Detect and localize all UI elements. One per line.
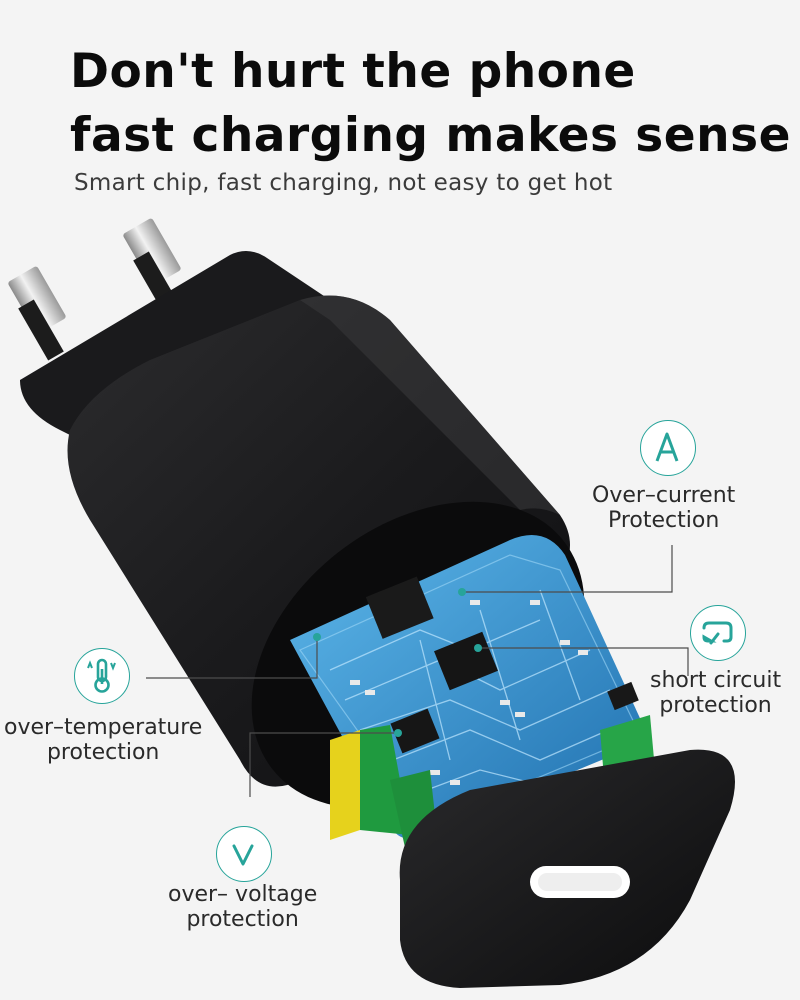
over-current-line-2: Protection <box>607 508 720 533</box>
short-circuit-line-1: short circuit <box>650 668 782 693</box>
subtitle: Smart chip, fast charging, not easy to g… <box>74 170 613 196</box>
over-current-line-1: Over–current <box>592 483 736 508</box>
usb-c-end-cap <box>399 749 735 988</box>
ampere-icon <box>640 420 696 476</box>
headline-line-2: fast charging makes sense <box>70 108 791 163</box>
callout-lines <box>146 545 689 797</box>
headline-line-1: Don't hurt the phone <box>70 44 636 99</box>
over-voltage-line-1: over– voltage <box>168 882 318 907</box>
over-current-label: Over–current Protection <box>592 483 735 533</box>
voltage-icon <box>216 826 272 882</box>
over-voltage-line-2: protection <box>186 907 299 932</box>
short-circuit-label: short circuit protection <box>650 668 781 718</box>
over-temperature-label: over–temperature protection <box>4 715 202 765</box>
over-voltage-label: over– voltage protection <box>168 882 317 932</box>
headline: Don't hurt the phone fast charging makes… <box>70 40 791 168</box>
short-circuit-line-2: protection <box>659 693 772 718</box>
short-circuit-icon <box>690 605 746 661</box>
over-temperature-line-1: over–temperature <box>4 715 203 740</box>
over-temperature-line-2: protection <box>46 740 160 765</box>
thermometer-icon <box>74 648 130 704</box>
